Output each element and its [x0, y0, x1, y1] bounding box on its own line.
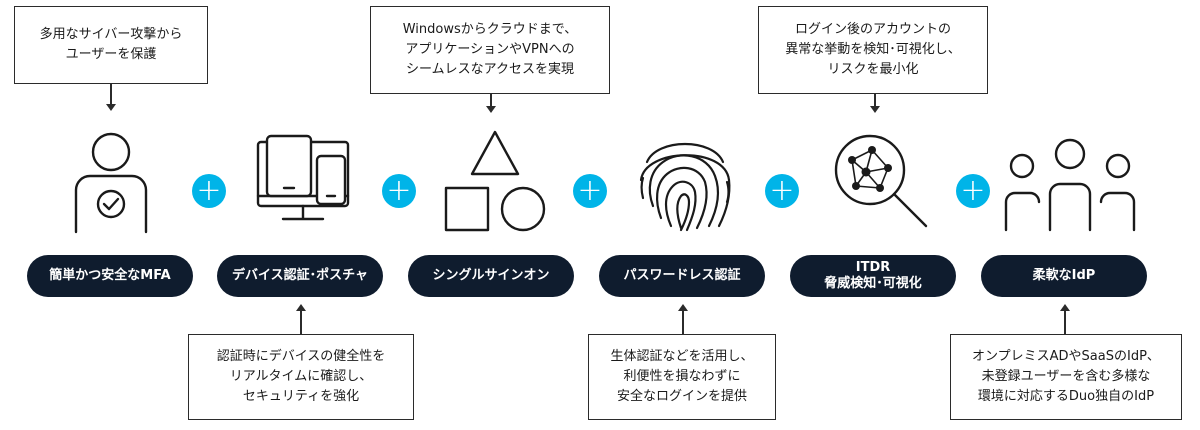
feature-itdr: ITDR 脅威検知･可視化	[790, 255, 956, 297]
fingerprint-icon	[639, 143, 731, 232]
plus-icon: +	[765, 174, 799, 208]
connector-line	[300, 310, 302, 334]
users-group-icon	[1004, 138, 1136, 232]
connector-line	[490, 94, 492, 108]
plus-icon: +	[192, 174, 226, 208]
arrow-down	[486, 106, 496, 113]
arrow-up	[296, 304, 306, 311]
connector-line	[874, 94, 876, 108]
callout-sso: Windowsからクラウドまで、 アプリケーションやVPNへの シームレスなアク…	[370, 6, 610, 94]
plus-icon: +	[573, 174, 607, 208]
feature-sso: シングルサインオン	[408, 255, 574, 297]
callout-mfa: 多用なサイバー攻撃から ユーザーを保護	[14, 6, 208, 84]
arrow-down	[106, 104, 116, 111]
connector-line	[1064, 310, 1066, 334]
connector-line	[110, 84, 112, 106]
callout-passwordless: 生体認証などを活用し、 利便性を損なわずに 安全なログインを提供	[588, 334, 776, 420]
connector-line	[682, 310, 684, 334]
feature-passwordless: パスワードレス認証	[599, 255, 765, 297]
arrow-up	[1060, 304, 1070, 311]
feature-mfa: 簡単かつ安全なMFA	[27, 255, 193, 297]
user-check-icon	[74, 132, 148, 234]
plus-icon: +	[956, 174, 990, 208]
feature-idp: 柔軟なIdP	[981, 255, 1147, 297]
callout-idp: オンプレミスADやSaaSのIdP、 未登録ユーザーを含む多様な 環境に対応する…	[950, 334, 1182, 420]
callout-device: 認証時にデバイスの健全性を リアルタイムに確認し、 セキュリティを強化	[188, 334, 414, 420]
network-magnifier-icon	[834, 134, 928, 228]
plus-icon: +	[382, 174, 416, 208]
arrow-up	[678, 304, 688, 311]
callout-itdr: ログイン後のアカウントの 異常な挙動を検知･可視化し、 リスクを最小化	[758, 6, 988, 94]
devices-icon	[256, 134, 350, 221]
arrow-down	[870, 106, 880, 113]
feature-device-posture: デバイス認証･ポスチャ	[217, 255, 383, 297]
shapes-icon	[444, 130, 546, 232]
